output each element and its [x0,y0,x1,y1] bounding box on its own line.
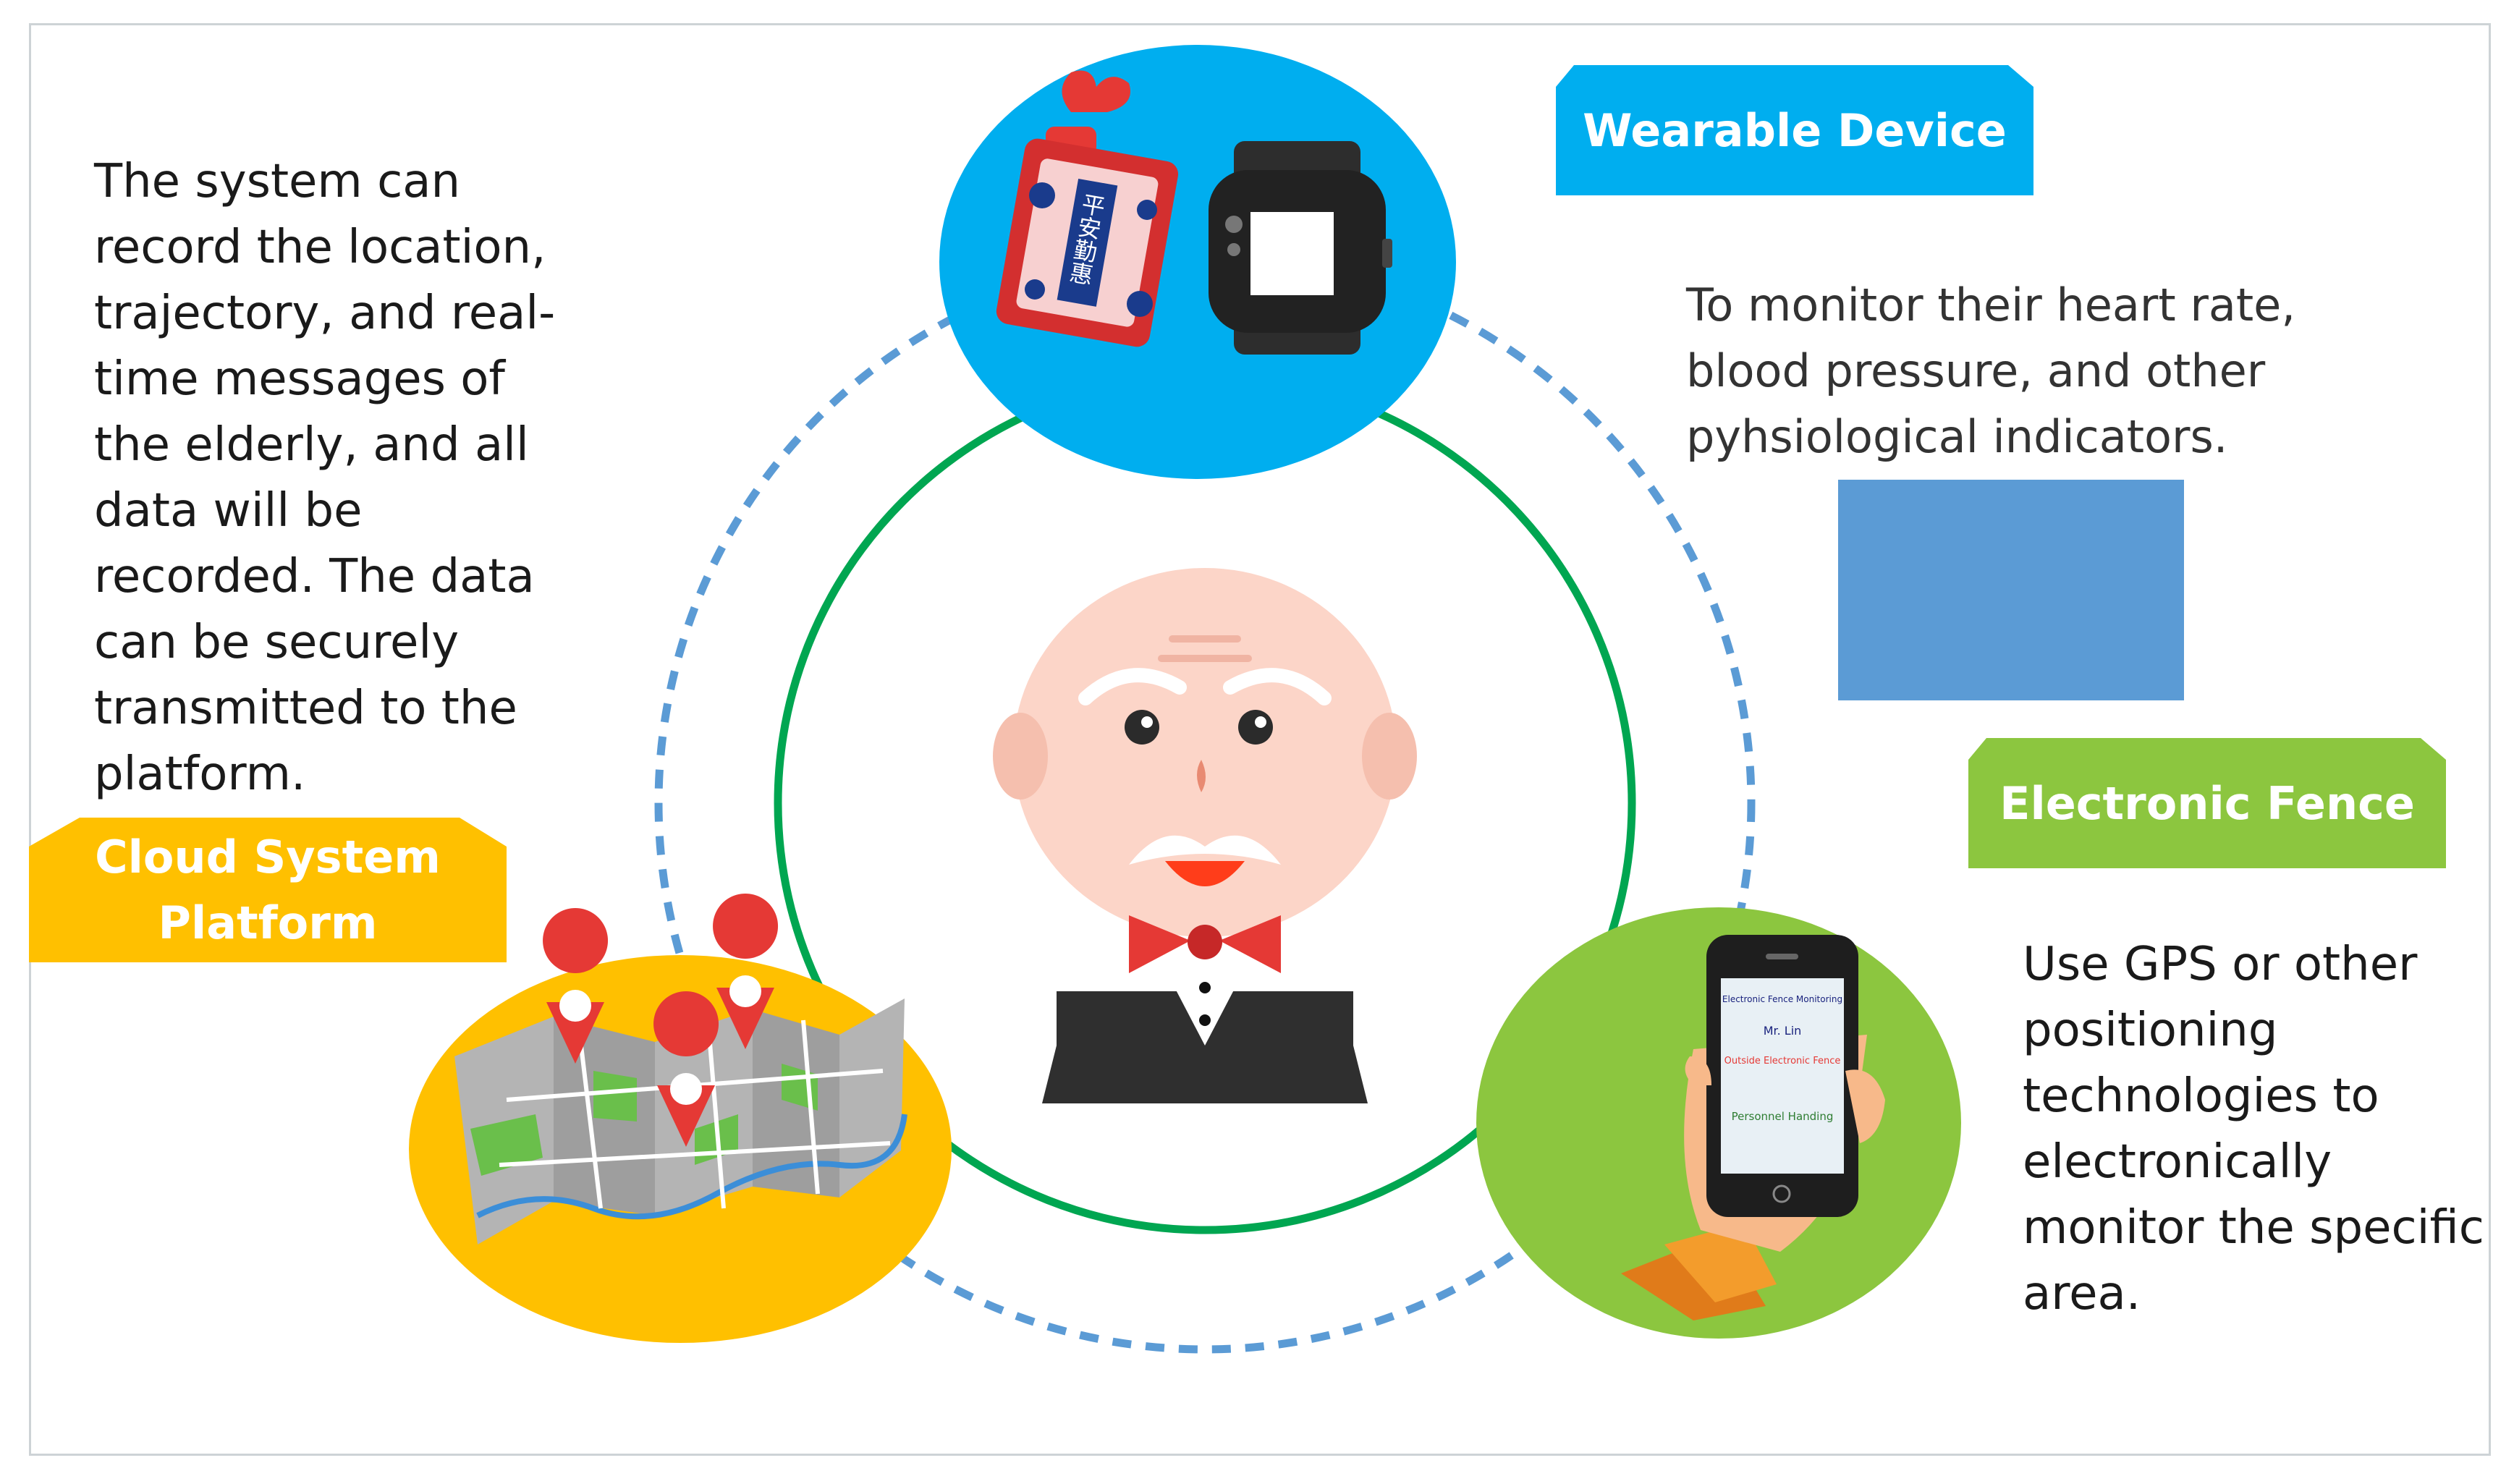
phone-screen-name: Mr. Lin [1764,1024,1802,1038]
map-pin-icon [543,908,609,1064]
map-pin-icon [713,894,779,1049]
diagram-frame [29,23,2491,1456]
cloud-system-label: Cloud System Platform [29,818,507,962]
phone-screen-status: Outside Electronic Fence [1724,1056,1841,1067]
smartwatch-icon [1209,141,1392,355]
hand-phone-icon [1621,935,1885,1320]
cloud-label-line2: Platform [158,896,378,949]
cloud-label-shape [29,818,507,962]
fence-description: Use GPS or other positioning technologie… [2023,938,2484,1320]
electronic-fence-label: Electronic Fence [1999,776,2415,830]
placeholder-box [1838,480,2184,700]
phone-screen-title: Electronic Fence Monitoring [1722,994,1842,1004]
cloud-description: The system can record the location, traj… [94,155,556,801]
map-pin-icon [653,991,719,1147]
phone-screen-action: Personnel Handing [1732,1110,1834,1123]
amulet-icon [996,70,1179,347]
elderly-man-icon [993,568,1417,1103]
wearable-device-label: Wearable Device [1583,103,2007,157]
wearable-label-shape [1556,65,2033,195]
wearable-description: To monitor their heart rate, blood press… [1686,279,2296,463]
map-icon [454,998,907,1245]
cloud-label-line1: Cloud System [95,831,441,883]
fence-label-shape [1968,738,2446,868]
